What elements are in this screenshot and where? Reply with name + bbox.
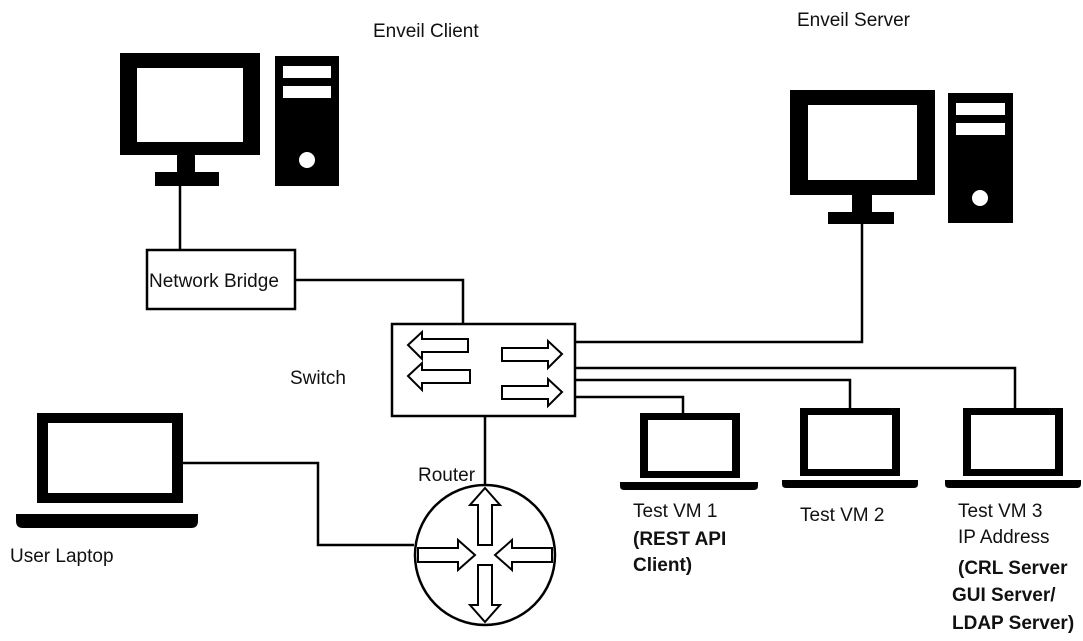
network-bridge-box — [145, 248, 297, 311]
switch-device — [390, 322, 577, 418]
test-vm-1-label: (REST API — [633, 529, 726, 550]
test-vm-3-label: LDAP Server) — [952, 613, 1074, 634]
edge-switch-server — [575, 222, 864, 344]
router-device — [413, 483, 557, 627]
enveil-server-label: Enveil Server — [797, 10, 911, 31]
router-arrow-down-icon — [467, 564, 503, 624]
edge-switch-vm2 — [575, 378, 852, 408]
test-vm-2-label: Test VM 2 — [800, 505, 884, 526]
connections — [178, 185, 1017, 547]
router-arrow-up-icon — [467, 486, 503, 546]
enveil-client-computer — [120, 53, 339, 186]
user-laptop-label: User Laptop — [10, 546, 114, 567]
switch-arrow-left-icon — [406, 329, 469, 362]
test-vm-3-label: GUI Server/ — [952, 585, 1056, 606]
router-label: Router — [418, 465, 476, 486]
user-laptop-icon — [16, 413, 198, 528]
test-vm-3-laptop-icon — [945, 408, 1081, 488]
edge-switch-vm1 — [575, 395, 685, 413]
router-circle — [413, 483, 557, 627]
edge-laptop-router — [183, 461, 414, 547]
router-arrow-in-left-icon — [417, 537, 477, 573]
test-vm-1-label: Test VM 1 — [633, 501, 717, 522]
test-vm-2-laptop-icon — [782, 408, 918, 488]
edge-switch-vm3 — [575, 366, 1017, 408]
switch-arrow-right-icon — [501, 376, 564, 409]
enveil-server-computer — [790, 90, 1013, 224]
test-vm-3-label: (CRL Server — [958, 558, 1068, 579]
network-bridge-label: Network Bridge — [149, 271, 279, 292]
test-vm-1-label: Client) — [633, 555, 692, 576]
router-arrow-in-right-icon — [493, 537, 553, 573]
edge-bridge-switch — [295, 278, 465, 324]
test-vm-3-label: IP Address — [958, 527, 1050, 548]
switch-arrow-right-icon — [501, 338, 564, 371]
enveil-client-label: Enveil Client — [373, 21, 479, 42]
switch-label: Switch — [290, 368, 346, 389]
test-vm-3-label: Test VM 3 — [958, 501, 1042, 522]
switch-arrow-left-icon — [406, 360, 471, 393]
test-vm-1-laptop-icon — [620, 413, 758, 490]
